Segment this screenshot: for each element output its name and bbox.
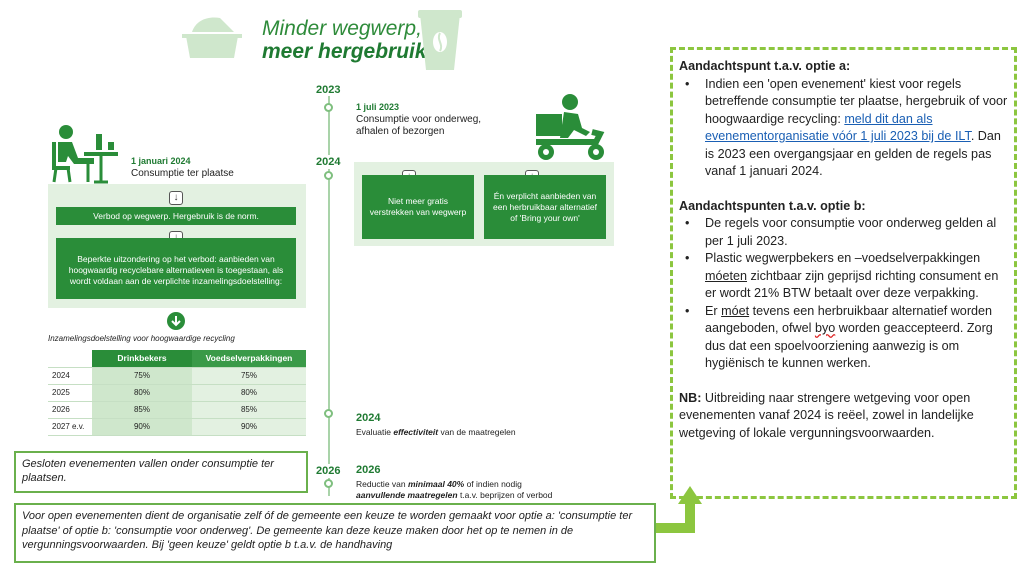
timeline-dot (324, 171, 333, 180)
timeline-dot (324, 103, 333, 112)
list-item: Plastic wegwerpbekers en –voedselverpakk… (679, 250, 1008, 303)
list-item: Er móet tevens een herbruikbaar alternat… (679, 303, 1008, 373)
timeline-dot (324, 409, 333, 418)
option-b-list: De regels voor consumptie voor onderweg … (679, 215, 1008, 373)
closed-events-note: Gesloten evenementen vallen onder consum… (14, 451, 308, 493)
table-header: Voedselverpakkingen (192, 350, 306, 368)
b2-post: zichtbaar zijn geprijsd richting consume… (705, 268, 999, 301)
a-item-post: . Dan is 2023 een overgangsjaar en gelde… (705, 129, 1001, 178)
b2-pre: Plastic wegwerpbekers en –voedselverpakk… (705, 251, 981, 265)
arrow-down-icon (167, 312, 185, 330)
table-cell: 2026 (48, 401, 92, 419)
table-header: Drinkbekers (92, 350, 192, 368)
timeline-line (328, 96, 330, 496)
table-cell: 75% (192, 367, 306, 385)
table-cell: 2025 (48, 384, 92, 402)
mid-date: 1 juli 2023 (356, 102, 400, 112)
timeline-year-2026: 2026 (316, 464, 341, 478)
table-cell: 2027 e.v. (48, 418, 92, 436)
ilt-report-link[interactable]: meld dit dan als evenementorganisatie vó… (705, 111, 971, 144)
table-cell: 85% (192, 401, 306, 419)
b3-pre: Er (705, 303, 722, 318)
table-cell: 90% (92, 418, 192, 436)
left-subtitle: Consumptie ter plaatse (131, 168, 234, 179)
delivery-scooter-icon (536, 94, 605, 160)
table-cell: 75% (92, 367, 192, 385)
reduction-pre: Reductie van (356, 479, 408, 489)
table-row: 2026 85% 85% (48, 401, 306, 419)
list-item: De regels voor consumptie voor onderweg … (679, 215, 1008, 250)
table-caption: Inzamelingsdoelstelling voor hoogwaardig… (48, 334, 235, 343)
eval-text: Evaluatie effectiviteit van de maatregel… (356, 427, 516, 438)
eval-text-em: effectiviteit (393, 427, 439, 437)
mid-box-no-free: Niet meer gratis verstrekken van wegwerp (362, 175, 474, 239)
table-cell: 90% (192, 418, 306, 436)
b3-underline: móet (721, 303, 750, 318)
reduction-post: of indien nodig (464, 479, 522, 489)
reduction-em: minimaal 40% (407, 479, 465, 489)
table-header (48, 350, 92, 368)
open-events-note: Voor open evenementen dient de organisat… (14, 503, 656, 563)
table-cell: 80% (92, 384, 192, 402)
reduction-em2: aanvullende maatregelen (356, 490, 458, 500)
coffee-cup-icon (418, 10, 462, 70)
b2-underline: móeten (705, 268, 748, 283)
b3-byo: byo (814, 321, 836, 335)
mid-box-reusable: Én verplicht aanbieden van een herbruikb… (484, 175, 606, 239)
table-row: 2027 e.v. 90% 90% (48, 418, 306, 436)
person-at-table-icon (52, 125, 118, 184)
mid-subtitle: Consumptie voor onderweg, afhalen of bez… (356, 114, 482, 137)
timeline-dot (324, 479, 333, 488)
attention-points-box: Aandachtspunt t.a.v. optie a: Indien een… (670, 47, 1017, 499)
arrow-down-icon: ↓ (169, 191, 183, 205)
eval-text-post: van de maatregelen (438, 427, 516, 437)
timeline-year-2023: 2023 (316, 84, 341, 96)
header-title-line2: meer hergebruik (262, 40, 427, 63)
food-container-icon (182, 17, 242, 58)
table-cell: 85% (92, 401, 192, 419)
list-item: Indien een 'open evenement' kiest voor r… (679, 76, 1008, 181)
recycling-target-table: Drinkbekers Voedselverpakkingen 2024 75%… (48, 350, 306, 436)
table-row: 2025 80% 80% (48, 384, 306, 402)
timeline-year-2024: 2024 (316, 155, 341, 169)
nb-paragraph: NB: Uitbreiding naar strengere wetgeving… (679, 390, 1008, 443)
reduction-post2: t.a.v. beprijzen of verbod (457, 490, 553, 500)
header-title-line1: Minder wegwerp, (262, 17, 422, 40)
heading-option-a: Aandachtspunt t.a.v. optie a: (679, 59, 851, 73)
a-item-pre: Indien een 'open evenement' kiest voor r… (705, 76, 1008, 126)
connector-arrow-icon (656, 486, 702, 533)
table-cell: 2024 (48, 367, 92, 385)
table-row: 2024 75% 75% (48, 367, 306, 385)
left-box-ban: Verbod op wegwerp. Hergebruik is de norm… (56, 207, 296, 225)
left-date: 1 januari 2024 (131, 156, 191, 166)
table-cell: 80% (192, 384, 306, 402)
reduction-year: 2026 (356, 464, 381, 476)
heading-option-b: Aandachtspunten t.a.v. optie b: (679, 198, 866, 213)
nb-text: Uitbreiding naar strengere wetgeving voo… (679, 390, 974, 440)
option-a-list: Indien een 'open evenement' kiest voor r… (679, 76, 1008, 181)
eval-year: 2024 (356, 412, 381, 424)
nb-label: NB: (679, 390, 702, 405)
reduction-text: Reductie van minimaal 40% of indien nodi… (356, 479, 552, 501)
eval-text-pre: Evaluatie (356, 427, 394, 437)
b3-mid: tevens een herbruikbaar alternatief word… (705, 303, 993, 336)
left-box-exception: Beperkte uitzondering op het verbod: aan… (56, 238, 296, 299)
b3-post: worden geaccepteerd. Zorg dus dat een sp… (705, 321, 993, 370)
